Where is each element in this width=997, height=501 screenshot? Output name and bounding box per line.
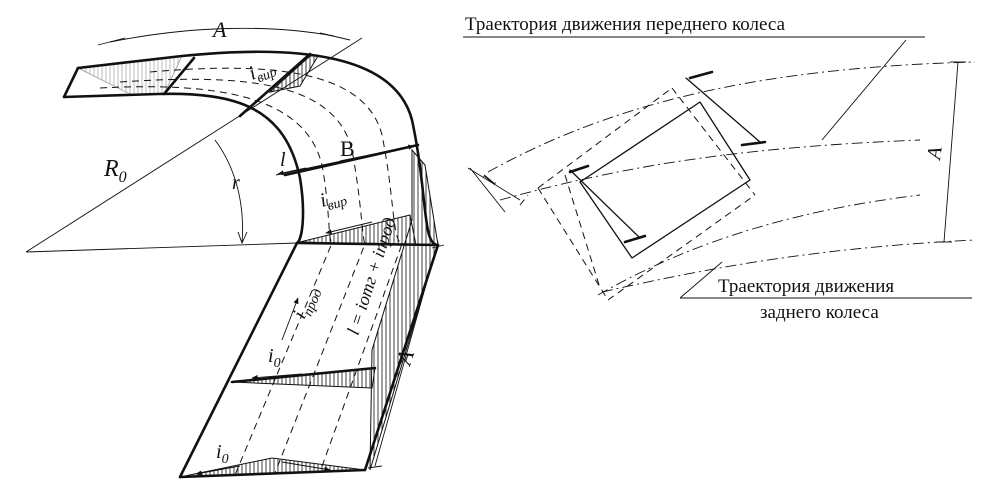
- rear-wheel-path-outer: [597, 194, 921, 296]
- vehicle-body: [579, 101, 751, 259]
- arrow-i0-bottom-left: [195, 465, 241, 476]
- label-A-top: A: [211, 17, 227, 42]
- arrow-i-prod: [281, 297, 299, 341]
- label-i0-bottom: i0: [216, 441, 229, 467]
- dimension-A-right-ext-top: [431, 244, 445, 249]
- hatch-right-side: [369, 148, 439, 471]
- right-label-l: l: [479, 172, 501, 188]
- envelope-line-2: [537, 187, 609, 301]
- front-wheel-caption: Траектория движения переднего колеса: [465, 14, 786, 35]
- front-caption-leader: [821, 39, 907, 141]
- cross-section-top-left: [162, 56, 196, 96]
- arrow-i0-bottom-right: [281, 461, 331, 472]
- vehicle-front-axle: [685, 77, 761, 143]
- label-i0-mid: i0: [268, 345, 281, 371]
- right-label-A: A: [923, 145, 947, 163]
- hatch-left-end: [76, 55, 183, 95]
- arrow-i0-mid: [251, 373, 303, 381]
- front-wheel-path-inner: [499, 139, 921, 201]
- dimension-l-ext: [467, 167, 521, 201]
- road-left-end: [62, 66, 80, 99]
- vehicle-rear-axle: [569, 169, 641, 239]
- dimension-A-top-ext-left: [97, 37, 126, 46]
- envelope-line-3: [537, 87, 673, 189]
- envelope-line-1: [671, 87, 756, 196]
- hatch-top: [268, 55, 319, 93]
- radius-base-line: [25, 242, 298, 253]
- angle-arc-tick: [237, 231, 248, 245]
- hatch-curve-exit: [299, 214, 417, 246]
- rear-wheel-caption-line2: заднего колеса: [760, 302, 879, 323]
- label-i-vir-mid: iвир: [317, 184, 349, 216]
- width-arrow-B: [339, 144, 415, 162]
- radius-line-R0: [25, 37, 363, 253]
- front-wheel-right: [740, 140, 767, 147]
- envelope-line-4: [607, 194, 756, 301]
- dimension-A-top-ext-right: [319, 32, 351, 41]
- dimension-A-right-ext-bottom: [367, 465, 383, 469]
- front-wheel-left: [688, 70, 714, 80]
- dimension-l-line: [469, 167, 506, 213]
- cross-section-top: [238, 52, 312, 118]
- angle-arc-r: [214, 139, 243, 244]
- rear-wheel-caption-line1: Траектория движения: [718, 276, 894, 297]
- label-i-prod: iпрод: [288, 283, 325, 324]
- rear-caption-leader: [679, 261, 723, 299]
- dimension-A-top: [109, 27, 335, 43]
- label-i-vir-top: iвир: [246, 55, 280, 89]
- rear-wheel-left: [568, 164, 590, 174]
- label-R0: R0: [103, 156, 127, 186]
- left-road-curve: A iвир R0 r l B iвир iпрод l = iотг + iп…: [25, 17, 445, 479]
- right-wheel-trajectory: Траектория движения переднего колеса l A: [463, 14, 976, 323]
- dimension-A-right: [374, 241, 439, 467]
- hatch-bottom: [179, 457, 366, 478]
- label-B: B: [340, 136, 355, 161]
- label-r: r: [232, 172, 240, 194]
- dimension-A-right-vert: [943, 61, 959, 243]
- hatch-mid: [231, 367, 376, 389]
- inner-road-edge: [62, 92, 305, 479]
- label-l: l: [280, 149, 286, 171]
- road-centerline: [119, 78, 366, 474]
- envelope-line-6: [564, 174, 601, 289]
- rear-wheel-right: [623, 234, 647, 244]
- envelope-line-5: [519, 194, 529, 206]
- width-arrow-l: [277, 167, 307, 176]
- arrow-i-vir-mid: [325, 221, 373, 235]
- front-wheel-path-outer: [487, 61, 976, 173]
